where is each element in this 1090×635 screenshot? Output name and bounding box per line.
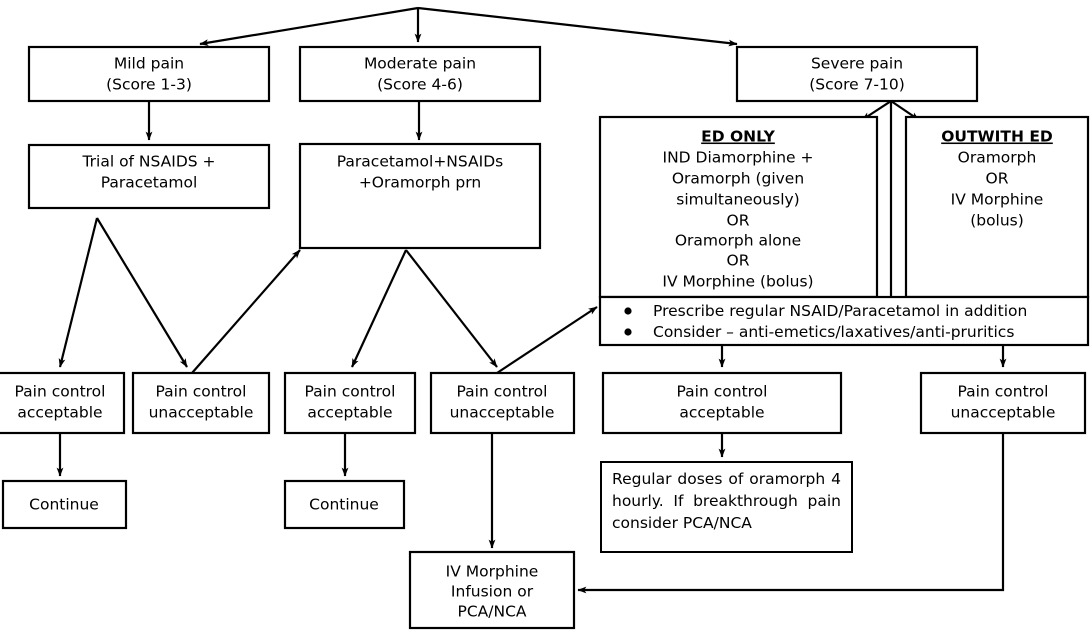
moderate-treatment-line2: +Oramorph prn [359,174,481,192]
moderate-acceptable-line2: acceptable [307,404,392,422]
moderate-unacceptable-box[interactable] [429,371,576,435]
connector-mildtx-to-acceptable [58,217,99,368]
moderate-treatment-box[interactable] [298,142,542,250]
node-ed-only[interactable]: ED ONLY IND Diamorphine + Oramorph (give… [598,115,879,299]
ed-only-line1: IND Diamorphine + [663,149,814,167]
mild-unacceptable-line1: Pain control [156,383,247,401]
iv-morphine-infusion-box[interactable] [408,550,576,630]
connector-moderatetx-to-acceptable [351,249,407,368]
iv-morphine-infusion-line2: Infusion or [451,583,534,601]
node-moderate-treatment[interactable]: Paracetamol+NSAIDs +Oramorph prn [298,142,542,250]
connector-moderatetx-to-unacceptable [405,249,498,368]
outwith-ed-line1: Oramorph [958,149,1037,167]
moderate-pain-box[interactable] [298,45,542,103]
mild-unacceptable-box[interactable] [131,371,271,435]
node-severe-acceptable[interactable]: Pain control acceptable [601,371,843,435]
node-regular-doses[interactable]: Regular doses of oramorph 4 hourly. If b… [600,461,853,553]
mild-pain-box[interactable] [27,45,271,103]
node-severe-pain[interactable]: Severe pain (Score 7-10) [735,45,979,103]
outwith-ed-line3: IV Morphine [951,191,1044,209]
ed-only-line7: IV Morphine (bolus) [662,273,813,291]
bullet-point-icon [624,307,632,315]
connector-moderate-unacceptable-to-adjuncts [496,306,598,374]
ed-only-heading: ED ONLY [701,128,775,146]
continue-moderate-box[interactable] [283,479,406,530]
moderate-unacceptable-line2: unacceptable [450,404,555,422]
moderate-acceptable-line1: Pain control [305,383,396,401]
node-outwith-ed[interactable]: OUTWITH ED Oramorph OR IV Morphine (bolu… [904,115,1090,299]
adjuncts-box[interactable] [598,295,1090,347]
node-adjuncts[interactable]: Prescribe regular NSAID/Paracetamol in a… [598,295,1090,347]
ed-only-line3: simultaneously) [676,191,799,209]
mild-pain-line2: (Score 1-3) [106,76,192,94]
continue-mild-box[interactable] [1,479,128,530]
mild-acceptable-box[interactable] [0,371,126,435]
mild-treatment-box[interactable] [27,143,271,210]
node-moderate-unacceptable[interactable]: Pain control unacceptable [429,371,576,435]
mild-treatment-line2: Paracetamol [101,174,198,192]
node-mild-acceptable[interactable]: Pain control acceptable [0,371,126,435]
outwith-ed-line2: OR [986,170,1009,188]
iv-morphine-infusion-line3: PCA/NCA [457,603,526,621]
continue-mild-label: Continue [29,496,99,514]
connector-group [56,6,1007,594]
mild-pain-line1: Mild pain [114,55,184,73]
moderate-pain-line2: (Score 4-6) [377,76,463,94]
connector-root-to-mild [199,6,419,46]
node-continue-moderate[interactable]: Continue [283,479,406,530]
mild-treatment-line1: Trial of NSAIDS + [81,153,215,171]
ed-only-line5: Oramorph alone [675,232,801,250]
bullet-point-icon [624,328,632,336]
iv-morphine-infusion-line1: IV Morphine [446,563,539,581]
connector-root-to-severe [417,6,738,47]
severe-pain-box[interactable] [735,45,979,103]
connector-severe-unacceptable-to-infusion [577,433,1005,594]
outwith-ed-line4: (bolus) [970,212,1024,230]
regular-doses-text: Regular doses of oramorph 4 hourly. If b… [612,470,841,533]
adjuncts-bullet1: Prescribe regular NSAID/Paracetamol in a… [653,302,1027,320]
moderate-unacceptable-line1: Pain control [457,383,548,401]
severe-pain-line2: (Score 7-10) [809,76,905,94]
severe-acceptable-box[interactable] [601,371,843,435]
node-severe-unacceptable[interactable]: Pain control unacceptable [919,371,1087,435]
outwith-ed-box[interactable] [904,115,1090,299]
ed-only-line2: Oramorph (given [672,170,804,188]
node-iv-morphine-infusion[interactable]: IV Morphine Infusion or PCA/NCA [408,550,576,630]
mild-acceptable-line2: acceptable [17,404,102,422]
severe-unacceptable-box[interactable] [919,371,1087,435]
severe-pain-line1: Severe pain [811,55,903,73]
moderate-treatment-line1: Paracetamol+NSAIDs [337,153,503,171]
mild-unacceptable-line2: unacceptable [149,404,254,422]
node-mild-pain[interactable]: Mild pain (Score 1-3) [27,45,271,103]
severe-acceptable-line1: Pain control [677,383,768,401]
continue-moderate-label: Continue [309,496,379,514]
connector-mildtx-to-unacceptable [96,217,188,368]
severe-unacceptable-line2: unacceptable [951,404,1056,422]
adjuncts-bullet2: Consider – anti-emetics/laxatives/anti-p… [653,323,1014,341]
node-mild-treatment[interactable]: Trial of NSAIDS + Paracetamol [27,143,271,210]
outwith-ed-heading: OUTWITH ED [941,128,1053,146]
ed-only-line6: OR [727,252,750,270]
severe-unacceptable-line1: Pain control [958,383,1049,401]
node-mild-unacceptable[interactable]: Pain control unacceptable [131,371,271,435]
node-moderate-pain[interactable]: Moderate pain (Score 4-6) [298,45,542,103]
moderate-acceptable-box[interactable] [283,371,417,435]
node-moderate-acceptable[interactable]: Pain control acceptable [283,371,417,435]
severe-acceptable-line2: acceptable [679,404,764,422]
node-continue-mild[interactable]: Continue [1,479,128,530]
mild-acceptable-line1: Pain control [15,383,106,401]
connector-mild-unacceptable-to-moderate-tx [191,249,301,374]
ed-only-line4: OR [727,212,750,230]
moderate-pain-line1: Moderate pain [364,55,476,73]
